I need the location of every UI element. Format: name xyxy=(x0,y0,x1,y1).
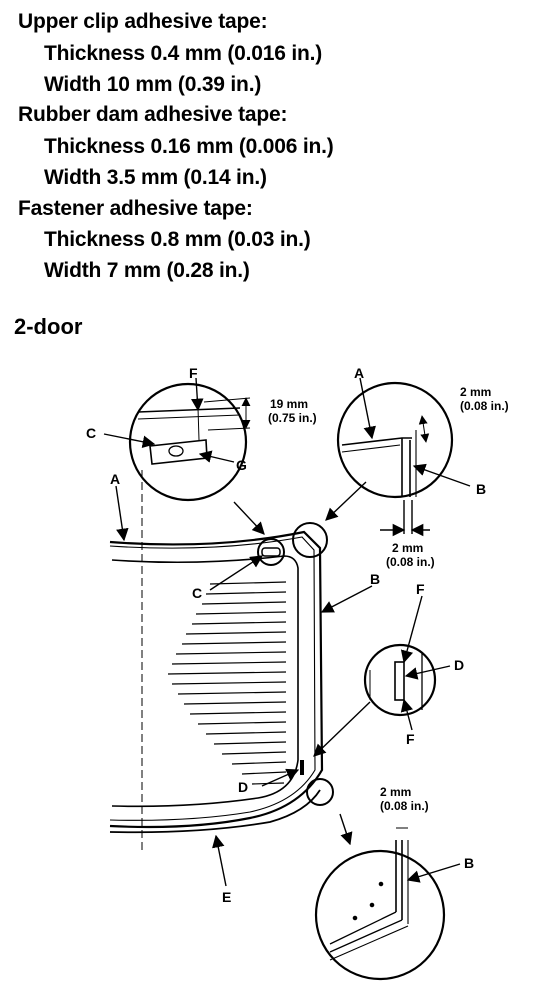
spec-thickness-fastener: Thickness 0.8 mm (0.03 in.) xyxy=(44,228,311,251)
dimension-labels: 19 mm (0.75 in.) 2 mm (0.08 in.) 2 mm (0… xyxy=(268,385,509,813)
label-d-glass: D xyxy=(238,779,248,795)
label-b-corner: B xyxy=(476,481,486,497)
label-f-top: F xyxy=(189,365,198,381)
dim-top-gap-in: (0.08 in.) xyxy=(460,399,509,413)
label-e: E xyxy=(222,889,231,905)
spec-heading-upper-clip: Upper clip adhesive tape: xyxy=(18,10,268,33)
label-a-glass: A xyxy=(110,471,120,487)
leader-lines xyxy=(103,377,471,887)
dim-side-gap-mm: 2 mm xyxy=(392,541,423,555)
spec-thickness-upper-clip: Thickness 0.4 mm (0.016 in.) xyxy=(44,42,323,65)
label-c-detail: C xyxy=(86,425,96,441)
dim-bottom-gap-in: (0.08 in.) xyxy=(380,799,429,813)
upper-clip xyxy=(257,538,285,566)
detail-top-corner xyxy=(336,381,454,499)
glass-panel xyxy=(109,470,324,852)
dim-bottom-gap-mm: 2 mm xyxy=(380,785,411,799)
label-a-corner: A xyxy=(354,365,364,381)
detail-fastener xyxy=(363,643,437,717)
detail-bottom-corner xyxy=(314,827,446,981)
part-labels: F C G A C A B B F D F D E B xyxy=(86,365,486,905)
label-c-glass: C xyxy=(192,585,202,601)
spec-width-rubber-dam: Width 3.5 mm (0.14 in.) xyxy=(44,166,267,189)
spec-thickness-rubber-dam: Thickness 0.16 mm (0.006 in.) xyxy=(44,135,334,158)
spec-width-upper-clip: Width 10 mm (0.39 in.) xyxy=(44,73,262,96)
spec-width-fastener: Width 7 mm (0.28 in.) xyxy=(44,259,250,282)
spec-heading-rubber-dam: Rubber dam adhesive tape: xyxy=(18,103,288,126)
section-title: 2-door xyxy=(14,314,83,339)
label-f-fastener-bottom: F xyxy=(406,731,415,747)
label-d-detail: D xyxy=(454,657,464,673)
fastener xyxy=(300,760,304,775)
label-g: G xyxy=(236,457,247,473)
dim-clip-mm: 19 mm xyxy=(270,397,308,411)
glass-shading xyxy=(167,581,287,785)
spec-heading-fastener: Fastener adhesive tape: xyxy=(18,197,253,220)
label-b-bottom: B xyxy=(464,855,474,871)
detail-upper-clip xyxy=(128,382,251,502)
dim-clip-in: (0.75 in.) xyxy=(268,411,317,425)
corner-callout-top xyxy=(292,522,328,558)
corner-callout-bottom xyxy=(306,778,334,806)
label-b-glass: B xyxy=(370,571,380,587)
label-f-fastener-top: F xyxy=(416,581,425,597)
dim-side-gap-in: (0.08 in.) xyxy=(386,555,435,569)
dim-top-gap-mm: 2 mm xyxy=(460,385,491,399)
